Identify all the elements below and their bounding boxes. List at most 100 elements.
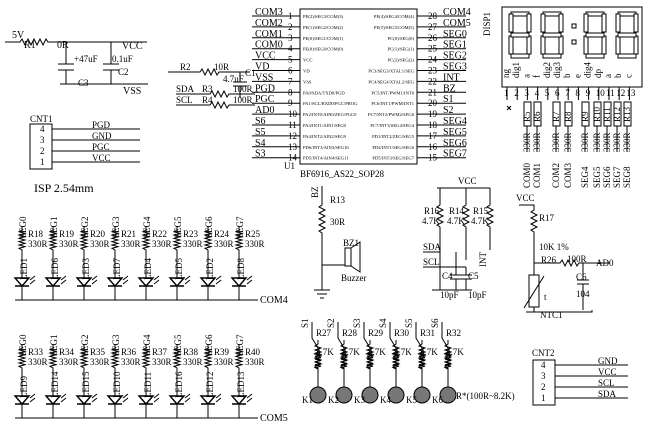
led-resistor bbox=[79, 226, 89, 254]
mcu-left-net-label: VCC bbox=[255, 51, 276, 62]
display-colon-dot bbox=[571, 39, 577, 45]
ntc1-body bbox=[528, 274, 540, 308]
r17-resistor bbox=[519, 204, 539, 263]
display-pin-number: 1 bbox=[504, 88, 509, 98]
led-seg-net: SEG2 bbox=[80, 216, 90, 238]
led-resistor bbox=[110, 226, 120, 254]
led-resistor-ref: R34 bbox=[59, 347, 75, 357]
key-ref: K4 bbox=[380, 395, 391, 405]
mcu-left-net-label: COM2 bbox=[255, 18, 283, 29]
cnt2-body bbox=[532, 359, 556, 406]
cnt1-pin-number: 1 bbox=[40, 157, 45, 167]
mcu-right-pin-function: PC7/INT2/PWM2/SEG6 bbox=[368, 112, 415, 117]
mcu-left-pin-function: VCC bbox=[303, 58, 312, 63]
led-ref: LED12 bbox=[205, 372, 215, 399]
led-resistor bbox=[172, 344, 182, 372]
c3-ref: C3 bbox=[78, 78, 89, 88]
cnt1-ref: CNT1 bbox=[30, 114, 53, 124]
key-ref: K6 bbox=[432, 395, 443, 405]
mcu-right-net-label: SEG6 bbox=[443, 138, 467, 149]
key-resistor-body bbox=[391, 340, 401, 372]
cnt1-pin-net: PGD bbox=[92, 120, 111, 130]
led-ref: LED16 bbox=[174, 371, 184, 398]
mcu-left-pin-function: PD6/INT3/AIN3/SEG10 bbox=[303, 145, 349, 150]
buzzer-label: Buzzer bbox=[341, 273, 366, 283]
led-seg-net: SEG6 bbox=[204, 216, 214, 238]
display-resistor-value: 330R bbox=[563, 132, 573, 152]
r2-value: 10R bbox=[214, 62, 229, 72]
r3-ref: R3 bbox=[202, 84, 213, 94]
led-resistor bbox=[172, 226, 182, 254]
led-ref: LED2 bbox=[205, 258, 215, 280]
led-resistor-ref: R38 bbox=[183, 347, 199, 357]
mcu-right-net-label: INT bbox=[443, 72, 460, 83]
mcu-left-net-label: S6 bbox=[255, 116, 266, 127]
keys-note: R*(100R~8.2K) bbox=[456, 391, 515, 401]
display-pin-number: 3 bbox=[524, 88, 529, 98]
key-ref: K5 bbox=[406, 395, 417, 405]
led-resistor bbox=[234, 344, 244, 372]
led-resistor-ref: R35 bbox=[90, 347, 106, 357]
led-light-arrows bbox=[153, 275, 160, 285]
display-resistor-ref: R6 bbox=[532, 111, 542, 122]
display-resistor-value: 330R bbox=[602, 132, 612, 152]
mcu-right-pin-number: 27 bbox=[428, 22, 438, 32]
display-pin-number: 8 bbox=[575, 88, 580, 98]
display-segment bbox=[633, 13, 639, 33]
led-resistor bbox=[79, 344, 89, 372]
key-resistor-ref: R28 bbox=[342, 328, 358, 338]
led-resistor-value: 330R bbox=[121, 357, 141, 367]
led-resistor bbox=[110, 344, 120, 372]
led-light-arrows bbox=[215, 275, 222, 285]
display-pin-label: b bbox=[613, 73, 623, 78]
r4-ref: R4 bbox=[202, 95, 213, 105]
led-resistor-value: 330R bbox=[59, 239, 79, 249]
display-pin-number: 2 bbox=[514, 88, 519, 98]
display-resistor-ref: R8 bbox=[563, 111, 573, 122]
led-resistor-value: 330R bbox=[214, 357, 234, 367]
r16-value: 4.7K bbox=[422, 216, 440, 226]
display-colon-dot bbox=[571, 23, 577, 29]
mcu-right-pin-number: 19 bbox=[428, 109, 438, 119]
mcu-left-pin-number: 10 bbox=[288, 109, 298, 119]
mcu-right-net-label: COM5 bbox=[443, 18, 471, 29]
led-ref: LED6 bbox=[50, 258, 60, 280]
c3-value: +47uF bbox=[74, 54, 98, 64]
display-segment bbox=[617, 11, 637, 17]
c2-value: 0.1uF bbox=[112, 54, 133, 64]
display-pin-label: dp bbox=[593, 69, 603, 79]
led-seg-net: SEG2 bbox=[80, 334, 90, 356]
led-resistor bbox=[17, 344, 27, 372]
led-seg-net: SEG7 bbox=[235, 216, 245, 238]
led-resistor bbox=[234, 226, 244, 254]
display-segment bbox=[583, 35, 589, 55]
mcu-left-net-label: COM1 bbox=[255, 29, 283, 40]
display-resistor-net: SEG5 bbox=[592, 166, 602, 188]
display-segment bbox=[633, 35, 639, 55]
r26-ref: R26 bbox=[541, 255, 557, 265]
display-pin-label: f bbox=[532, 75, 542, 78]
led-resistor-value: 330R bbox=[245, 239, 265, 249]
display-segment bbox=[585, 53, 605, 59]
key-resistor-ref: R27 bbox=[316, 328, 332, 338]
r15-value: 4.7K bbox=[471, 216, 489, 226]
display-resistor-ref: R11 bbox=[602, 107, 612, 122]
mcu-right-pin-function: PD1/INT2/ZEG/SEG5 bbox=[372, 134, 415, 139]
mcu-right-pin-number: 20 bbox=[428, 98, 438, 108]
c4-ref: C4 bbox=[442, 271, 453, 281]
display-segment bbox=[542, 11, 562, 17]
led-light-arrows bbox=[91, 275, 98, 285]
led-resistor-value: 330R bbox=[245, 357, 265, 367]
cnt2-pin-net: SCL bbox=[598, 378, 615, 388]
led-resistor-ref: R22 bbox=[152, 229, 167, 239]
led-resistor-ref: R18 bbox=[28, 229, 44, 239]
mcu-left-net-label: AD0 bbox=[255, 105, 274, 116]
display-section: DISP1 ng1dig12a3f4dig25dig36b7e8dig49dp1… bbox=[482, 6, 643, 188]
display-resistor-ref: R13 bbox=[622, 106, 632, 122]
mcu-left-pin-number: 4 bbox=[288, 44, 293, 54]
cnt2-ref: CNT2 bbox=[532, 348, 555, 358]
mcu-right-pin-number: 18 bbox=[428, 120, 438, 130]
mcu-left-pin-function: PA3/INT1/AIN1/SEG0 bbox=[303, 123, 347, 128]
